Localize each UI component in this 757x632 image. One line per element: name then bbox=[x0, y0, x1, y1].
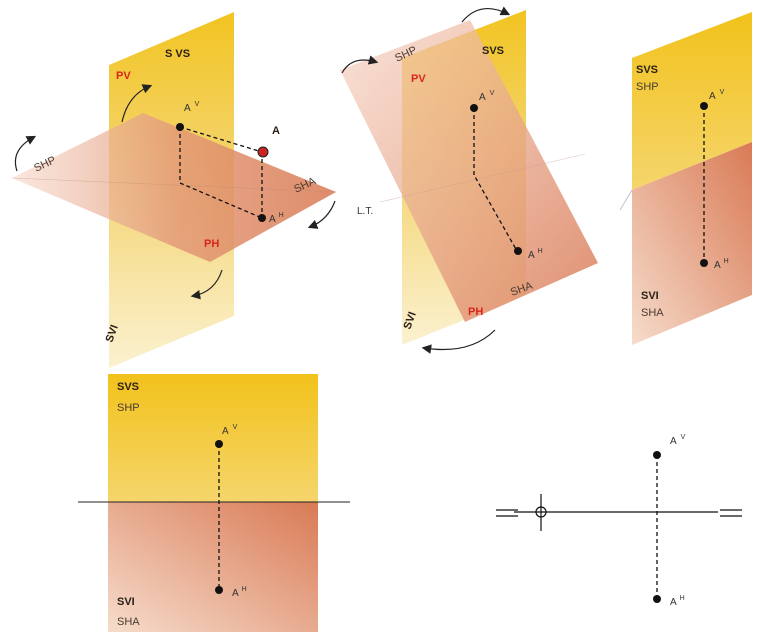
point-ah bbox=[514, 247, 522, 255]
rotation-arrow bbox=[190, 269, 223, 300]
label-svi: SVI bbox=[641, 290, 659, 302]
point-ah bbox=[258, 214, 266, 222]
label-pv: PV bbox=[116, 70, 131, 82]
label-pv: PV bbox=[411, 73, 426, 85]
point-a bbox=[257, 146, 269, 158]
label-shp: SHP bbox=[117, 402, 140, 414]
label-point-a: A bbox=[272, 125, 280, 137]
upper-plane bbox=[108, 374, 318, 502]
point-av bbox=[470, 104, 478, 112]
rotation-arrow bbox=[421, 329, 496, 354]
rotation-arrow bbox=[14, 135, 37, 172]
point-av bbox=[176, 123, 184, 131]
label-svi: SVI bbox=[402, 310, 419, 331]
label-shp: SHP bbox=[636, 81, 659, 93]
upper-plane bbox=[632, 12, 752, 190]
point-av bbox=[215, 440, 223, 448]
lower-plane bbox=[108, 502, 318, 632]
label-svs: SVS bbox=[117, 381, 139, 393]
rotation-arrow bbox=[461, 6, 511, 23]
point-ah bbox=[700, 259, 708, 267]
point-ah bbox=[653, 595, 661, 603]
label-svs: SVS bbox=[482, 45, 504, 57]
label-sha: SHA bbox=[641, 307, 664, 319]
rotation-arrow bbox=[341, 55, 379, 74]
label-svs: SVS bbox=[636, 64, 658, 76]
label-lt: L.T. bbox=[357, 206, 373, 217]
label-svi: SVI bbox=[117, 596, 135, 608]
horizontal-plane bbox=[12, 113, 336, 262]
rotation-arrow bbox=[307, 200, 336, 229]
point-av bbox=[700, 102, 708, 110]
rotation-arrow bbox=[121, 84, 153, 123]
label-svs: S VS bbox=[165, 48, 190, 60]
tilted-horizontal-plane bbox=[340, 20, 598, 322]
label-sha: SHA bbox=[117, 616, 140, 628]
label-ph: PH bbox=[204, 238, 219, 250]
label-ph: PH bbox=[468, 306, 483, 318]
point-ah bbox=[215, 586, 223, 594]
point-av bbox=[653, 451, 661, 459]
label-svi: SVI bbox=[104, 323, 121, 344]
lower-plane bbox=[632, 142, 752, 345]
